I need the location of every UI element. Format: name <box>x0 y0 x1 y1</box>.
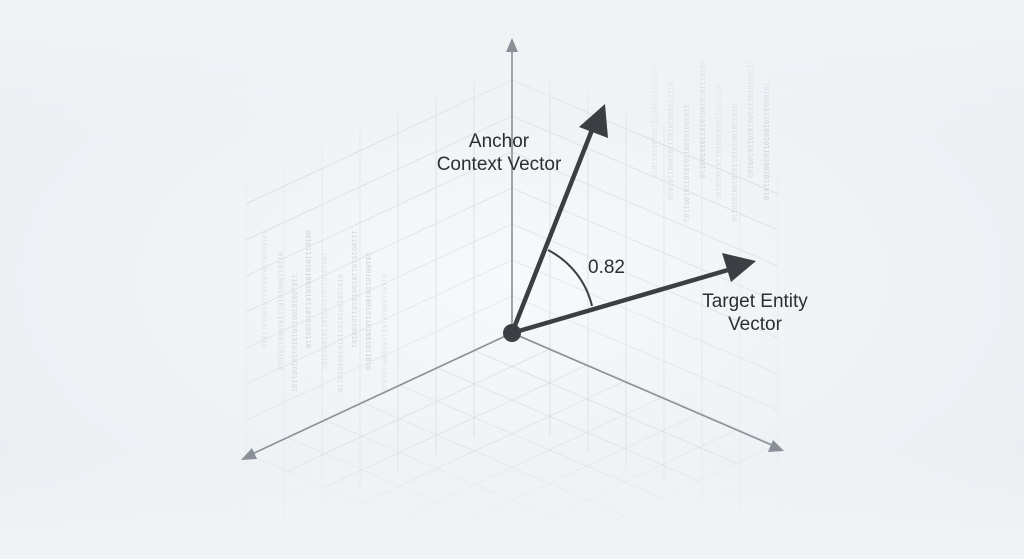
binary-column: 1001010110101001011010010101 <box>714 82 722 200</box>
binary-column: 0101101001010110101001010110 <box>336 274 344 392</box>
binary-column: 1010010110100101101001011010 <box>260 230 268 348</box>
axis-right <box>511 332 775 447</box>
anchor-vector-arrowhead <box>579 104 608 138</box>
coordinate-axes <box>241 38 784 460</box>
binary-column: 1101001010011010101101001101 <box>682 104 690 222</box>
axis-vertical-arrowhead <box>506 38 518 52</box>
binary-column: 1110010101101001010110100101 <box>350 230 358 348</box>
target-vector-label: Target Entity Vector <box>690 290 820 336</box>
anchor-vector-label: Anchor Context Vector <box>426 130 572 176</box>
binary-column: 0010111010100101011010100110 <box>304 230 312 348</box>
binary-column: 1110010101101001010110100101 <box>746 60 754 178</box>
binary-column: 0101101001010110101001010110 <box>730 104 738 222</box>
binary-column: 1101001010011010101101001101 <box>290 274 298 392</box>
binary-column: 1001010110101001011010010101 <box>320 252 328 370</box>
origin-point <box>503 324 521 342</box>
binary-column: 0110110001010111010001101010 <box>276 252 284 370</box>
axis-left <box>249 332 513 456</box>
anchor-vector-shaft <box>509 127 595 336</box>
binary-column: 0110110001010111010001101010 <box>380 274 388 392</box>
binary-column: 1010010110100101101001011010 <box>650 60 658 178</box>
axis-right-arrowhead <box>768 440 784 452</box>
binary-column: 1010010110100101101001011010 <box>762 82 770 200</box>
target-vector-arrowhead <box>722 253 756 282</box>
anchor-context-vector <box>509 104 608 336</box>
axis-left-arrowhead <box>241 448 257 460</box>
anchor-label-line-2: Context Vector <box>436 154 562 175</box>
angle-arc <box>547 249 593 307</box>
angle-value-label: 0.82 <box>588 257 625 278</box>
anchor-label-line-1: Anchor <box>468 131 530 152</box>
target-label-line-2: Vector <box>728 314 782 335</box>
binary-column: 1010010110100101101001011010 <box>364 252 372 370</box>
target-vector-shaft <box>509 267 731 336</box>
target-label-line-1: Target Entity <box>702 291 808 312</box>
target-entity-vector <box>509 253 756 336</box>
